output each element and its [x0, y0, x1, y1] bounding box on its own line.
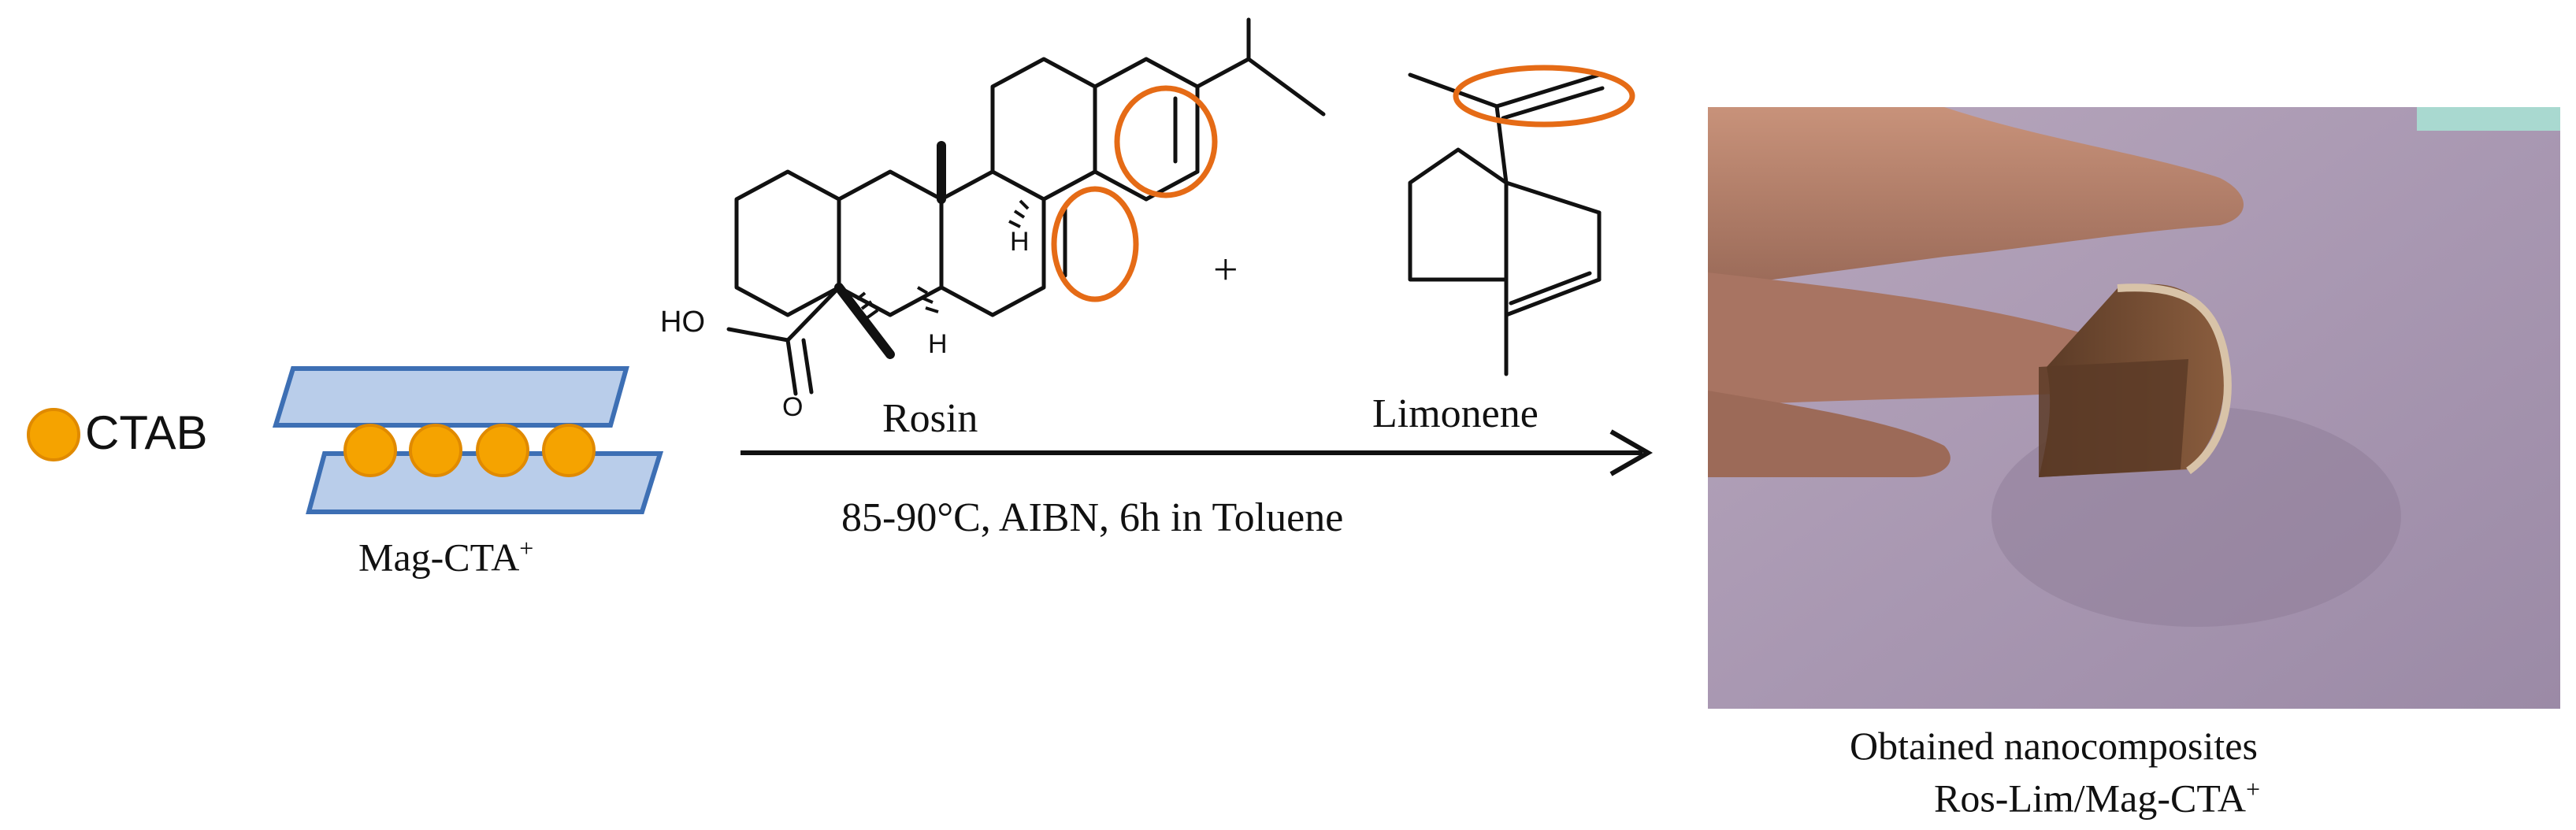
clay-layer-top — [272, 366, 629, 428]
mag-cta-label: Mag-CTA+ — [358, 534, 534, 580]
rosin-double-bond-highlight-2 — [1051, 186, 1139, 302]
limonene-label: Limonene — [1372, 391, 1539, 436]
product-caption-line2: Ros-Lim/Mag-CTA+ — [1934, 775, 2261, 821]
ctab-label: CTAB — [85, 406, 208, 459]
rosin-double-bond-highlight-1 — [1114, 85, 1218, 198]
ho-label: HO — [660, 306, 705, 339]
h-label-2: H — [928, 329, 948, 359]
nanocomposite-photo — [1708, 107, 2560, 709]
stereo-hash-bonds — [856, 199, 1030, 320]
rosin-label: Rosin — [882, 396, 978, 441]
ctab-bead-icon — [27, 408, 80, 461]
cta-bead-2 — [409, 424, 462, 477]
photo-scene — [1708, 107, 2560, 709]
limonene-double-bond-highlight — [1453, 65, 1635, 128]
o-label: O — [782, 392, 804, 422]
reaction-conditions: 85-90°C, AIBN, 6h in Toluene — [841, 495, 1344, 540]
plus-sign: + — [1213, 246, 1238, 295]
cta-bead-4 — [542, 424, 596, 477]
product-caption-line1: Obtained nanocomposites — [1850, 724, 2258, 768]
cta-bead-1 — [343, 424, 397, 477]
h-label-1: H — [1010, 227, 1030, 257]
reaction-arrow-head-icon — [1609, 429, 1654, 476]
cta-bead-3 — [476, 424, 529, 477]
rosin-structure — [726, 17, 1326, 396]
